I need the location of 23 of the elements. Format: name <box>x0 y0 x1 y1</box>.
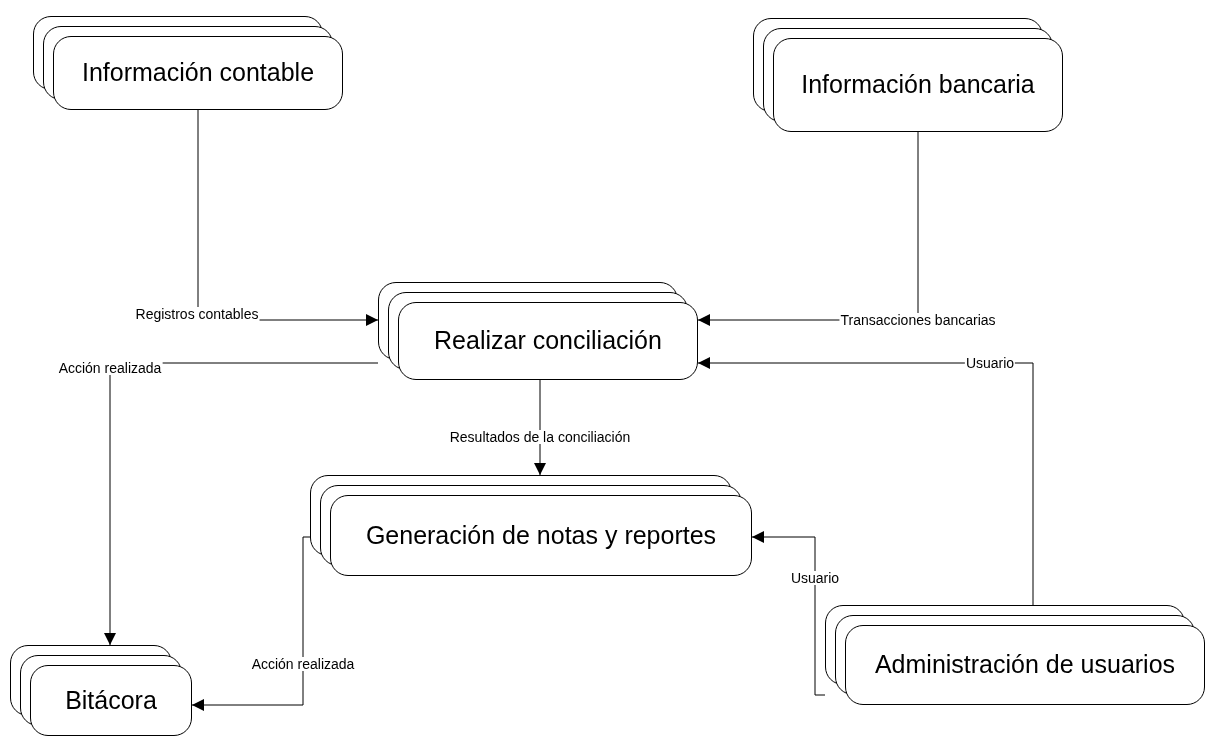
connector-arrow <box>751 531 826 696</box>
stacked-process-box <box>310 475 752 576</box>
node-label: Información bancaria <box>801 69 1035 101</box>
node-label: Información contable <box>81 57 315 89</box>
node-label: Bitácora <box>65 684 157 716</box>
edge-label: Acción realizada <box>250 657 356 671</box>
edge-label: Transacciones bancarias <box>839 313 997 327</box>
node-label: Generación de notas y reportes <box>365 519 717 551</box>
stacked-process-box <box>753 18 1063 132</box>
stacked-process-box <box>33 16 343 110</box>
edge-label: Usuario <box>964 356 1016 370</box>
node-label: Realizar conciliación <box>434 325 662 357</box>
edge-label: Acción realizada <box>57 361 163 375</box>
connector-arrow <box>697 357 1034 606</box>
stacked-process-box <box>378 282 698 380</box>
node-label: Administración de usuarios <box>874 649 1176 681</box>
connector-arrow <box>534 379 546 476</box>
stacked-process-box <box>825 605 1205 705</box>
edge-label: Resultados de la conciliación <box>448 430 632 444</box>
stacked-process-box <box>10 645 192 736</box>
connector-arrow <box>191 536 311 711</box>
edge-label: Usuario <box>789 571 841 585</box>
edge-label: Registros contables <box>134 307 260 321</box>
